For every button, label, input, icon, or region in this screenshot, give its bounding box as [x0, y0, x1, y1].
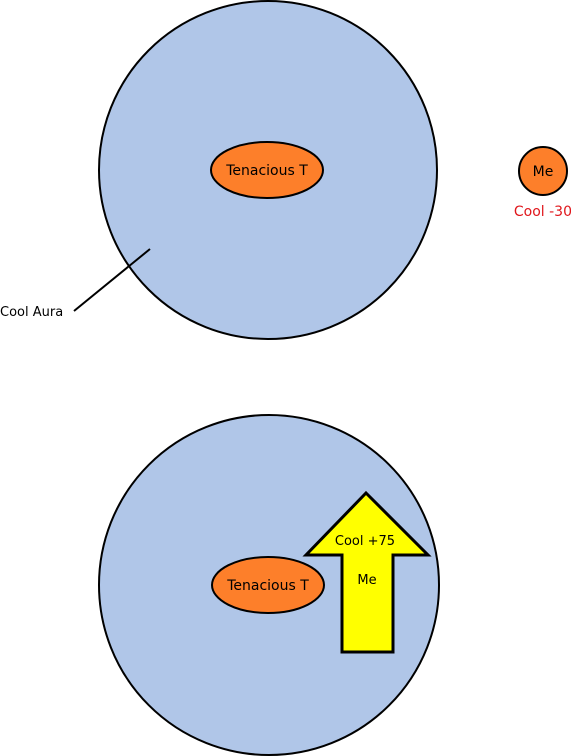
cool-boost-arrow	[302, 490, 432, 654]
tenacious-t-label: Tenacious T	[226, 578, 309, 594]
aura-callout-label: Cool Aura	[0, 305, 63, 320]
tenacious-t-node	[211, 556, 325, 614]
me-label: Me	[533, 164, 554, 180]
me-node	[518, 146, 568, 196]
cool-boost-label: Cool +75	[335, 534, 395, 549]
scene-after: Tenacious T Cool +75 Me	[98, 414, 440, 756]
me-cool-status: Cool -30	[514, 204, 571, 220]
aura-callout-line	[73, 248, 151, 312]
tenacious-t-node	[210, 141, 324, 199]
tenacious-t-label: Tenacious T	[225, 163, 308, 179]
scene-before: Tenacious T Cool Aura Me Cool -30	[0, 0, 571, 340]
me-label: Me	[357, 573, 376, 588]
